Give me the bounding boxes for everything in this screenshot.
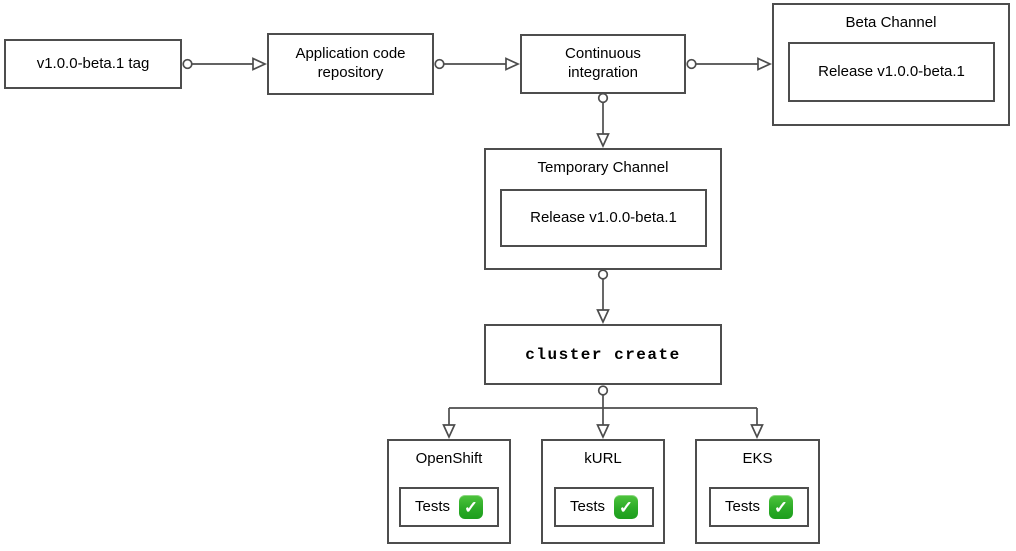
temporary-channel-release-label: Release v1.0.0-beta.1 [530,208,677,226]
beta-channel-release-label: Release v1.0.0-beta.1 [818,62,965,80]
check-icon: ✓ [614,495,638,519]
temporary-channel-title: Temporary Channel [537,159,669,176]
openshift-tests-label: Tests [414,497,450,515]
connector-cluster-create-to-clusters [442,385,764,440]
node-beta-channel: Beta Channel Release v1.0.0-beta.1 [772,3,1010,126]
openshift-title: OpenShift [415,450,483,467]
check-icon: ✓ [769,495,793,519]
check-glyph: ✓ [773,497,789,517]
connector-tag-to-repo [182,57,268,71]
connector-ci-to-temporary-channel [596,92,610,149]
node-application-code-repository: Application code repository [267,33,434,95]
eks-tests-label: Tests [724,497,760,515]
connector-temporary-channel-to-cluster-create [596,269,610,325]
connector-repo-to-ci [434,57,521,71]
application-code-repository-label: Application code repository [295,45,406,81]
node-temporary-channel: Temporary Channel Release v1.0.0-beta.1 [484,148,722,270]
node-continuous-integration: Continuous integration [520,34,686,94]
temporary-channel-release-box: Release v1.0.0-beta.1 [500,189,707,247]
check-glyph: ✓ [463,497,479,517]
node-kurl: kURL Tests ✓ [541,439,665,544]
kurl-title: kURL [584,450,622,467]
eks-title: EKS [742,450,773,467]
continuous-integration-label: Continuous integration [565,45,641,81]
eks-tests-box: Tests ✓ [709,487,809,527]
beta-channel-release-box: Release v1.0.0-beta.1 [788,42,995,102]
node-version-tag: v1.0.0-beta.1 tag [4,39,182,89]
beta-channel-title: Beta Channel [845,14,937,31]
kurl-tests-label: Tests [569,497,605,515]
node-cluster-create: cluster create [484,324,722,385]
kurl-tests-box: Tests ✓ [554,487,654,527]
connector-ci-to-beta-channel [686,57,773,71]
node-openshift: OpenShift Tests ✓ [387,439,511,544]
openshift-tests-box: Tests ✓ [399,487,499,527]
check-icon: ✓ [459,495,483,519]
node-eks: EKS Tests ✓ [695,439,820,544]
check-glyph: ✓ [618,497,634,517]
version-tag-label: v1.0.0-beta.1 tag [36,54,150,72]
cluster-create-label: cluster create [525,345,681,364]
